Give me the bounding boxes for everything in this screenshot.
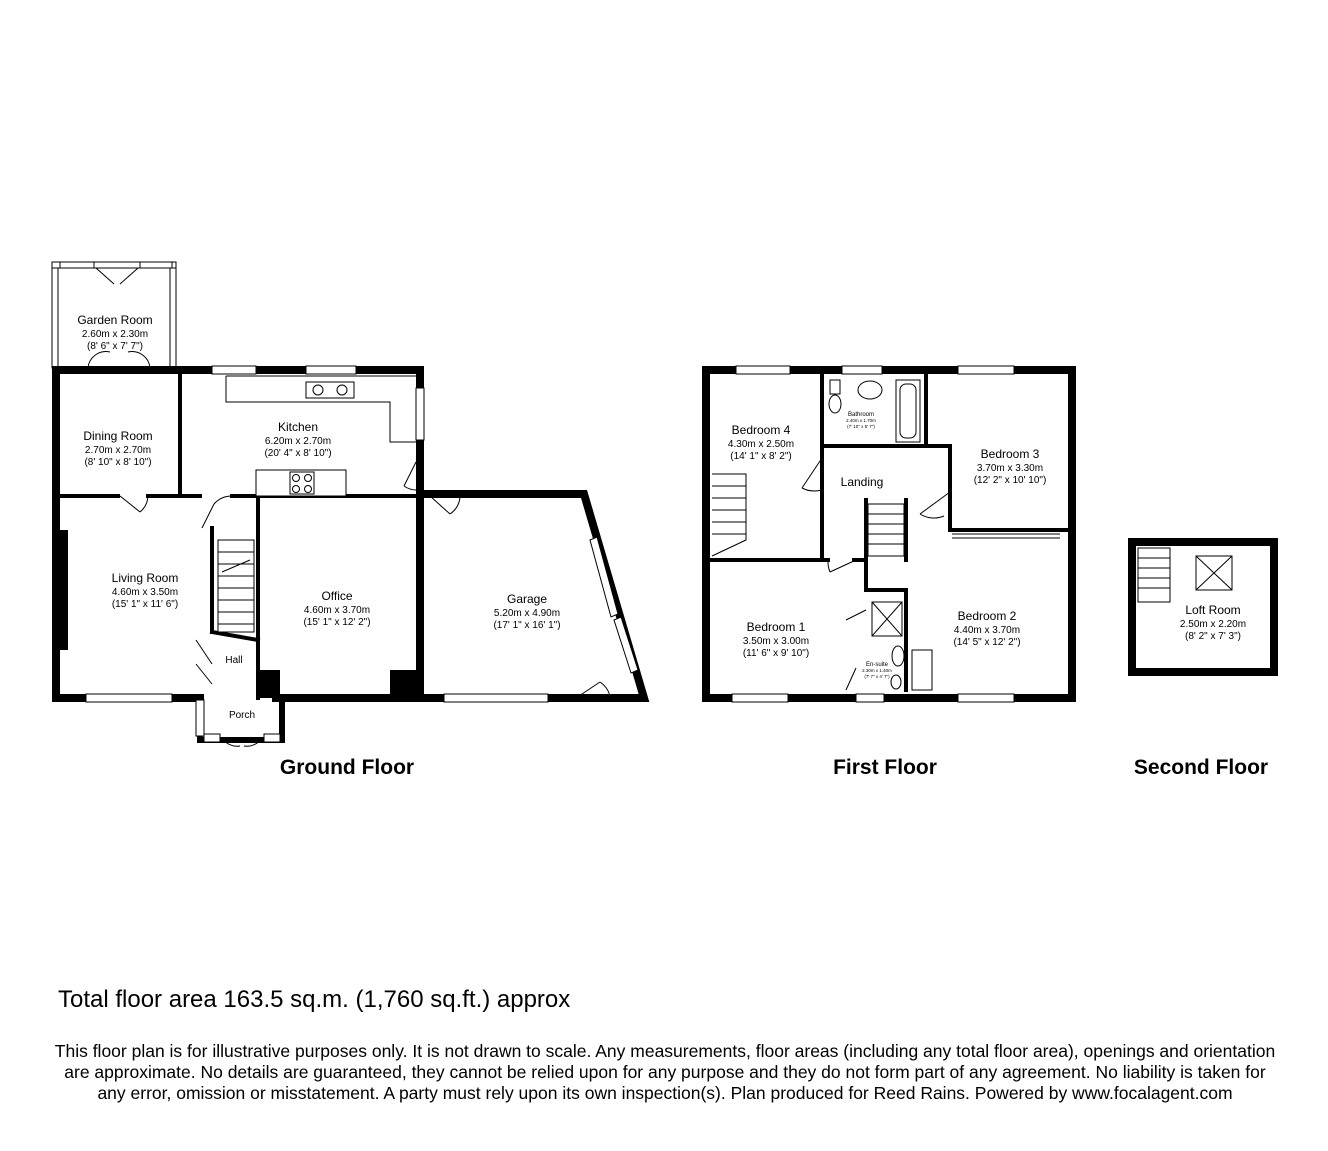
dining-room-name: Dining Room [83, 429, 152, 443]
first-interior-walls [704, 368, 1074, 692]
garden-window-right [139, 261, 173, 269]
garden-room-name: Garden Room [77, 313, 152, 327]
office-imperial: (15' 1" x 12' 2") [303, 617, 370, 628]
ground-stairs [217, 539, 255, 633]
garden-room-metric: 2.60m x 2.30m [82, 329, 148, 340]
disclaimer-text: This floor plan is for illustrative purp… [54, 1041, 1276, 1103]
garage-name: Garage [507, 592, 547, 606]
ensuite-basin [891, 645, 905, 667]
second-floor-title: Second Floor [1134, 756, 1268, 779]
ensuite-window [855, 693, 885, 703]
living-room-metric: 4.60m x 3.50m [112, 587, 178, 598]
loft-stairs [1137, 547, 1171, 603]
skylight-icon [1195, 555, 1233, 591]
bed2-window [957, 693, 1015, 703]
basin [857, 380, 883, 400]
kitchen-worktop [225, 375, 416, 443]
en-suite-imperial: (7' 7" x 4' 7") [864, 674, 890, 679]
bed3-window [957, 365, 1015, 375]
bedroom-4-imperial: (14' 1" x 8' 2") [730, 451, 792, 462]
en-suite-metric: 2.30m x 1.40m [862, 668, 892, 673]
kitchen-window-side [415, 387, 425, 441]
toilet-cistern [829, 379, 841, 395]
hob-icon [289, 471, 315, 495]
bedroom-4-name: Bedroom 4 [732, 423, 791, 437]
loft-outer-wall [1128, 538, 1278, 676]
garden-room-imperial: (8' 6" x 7' 7") [87, 341, 143, 352]
kitchen-window-2 [305, 365, 357, 375]
bedroom-3-metric: 3.70m x 3.30m [977, 463, 1043, 474]
bedroom-2-imperial: (14' 5" x 12' 2") [953, 637, 1020, 648]
loft-room-name: Loft Room [1185, 603, 1240, 617]
porch-structure [195, 672, 285, 747]
total-floor-area: Total floor area 163.5 sq.m. (1,760 sq.f… [58, 986, 571, 1013]
ground-interior-walls [54, 368, 422, 700]
first-stairs [867, 503, 905, 557]
bedroom-1-name: Bedroom 1 [747, 620, 806, 634]
garage-window-1 [589, 536, 619, 618]
bedroom-3-imperial: (12' 2" x 10' 10") [974, 475, 1047, 486]
bed1-window [731, 693, 789, 703]
bedroom-1-metric: 3.50m x 3.00m [743, 636, 809, 647]
ensuite-toilet [890, 674, 902, 690]
landing-name: Landing [841, 475, 884, 489]
bathroom-metric: 2.40m x 1.70m [846, 418, 876, 423]
bedroom-2-metric: 4.40m x 3.70m [954, 625, 1020, 636]
garage-metric: 5.20m x 4.90m [494, 608, 560, 619]
toilet [828, 394, 842, 414]
first-floor-title: First Floor [833, 756, 937, 779]
loft-room-imperial: (8' 2" x 7' 3") [1185, 631, 1241, 642]
dining-room-imperial: (8' 10" x 8' 10") [84, 457, 151, 468]
garage-outer-wall [416, 490, 650, 702]
garage-imperial: (17' 1" x 16' 1") [493, 620, 560, 631]
office-name: Office [321, 589, 352, 603]
porch-name: Porch [229, 710, 255, 721]
garage-door [443, 693, 549, 703]
kitchen-imperial: (20' 4" x 8' 10") [264, 448, 331, 459]
kitchen-name: Kitchen [278, 420, 318, 434]
ground-outer-wall [52, 366, 424, 702]
bathroom-name: Bathroom [848, 412, 874, 418]
garden-window-left [59, 261, 95, 269]
garden-room-structure [51, 261, 177, 369]
en-suite-name: En-suite [866, 662, 889, 668]
kitchen-sink [305, 381, 355, 399]
living-room-imperial: (15' 1" x 11' 6") [112, 599, 178, 610]
first-outer-wall [702, 366, 1076, 702]
kitchen-window-1 [211, 365, 257, 375]
hall-name: Hall [225, 655, 242, 666]
ground-floor-plan: Garden Room 2.60m x 2.30m (8' 6" x 7' 7"… [51, 261, 650, 779]
living-room-window [85, 693, 173, 703]
bedroom-4-metric: 4.30m x 2.50m [728, 439, 794, 450]
dining-room-metric: 2.70m x 2.70m [85, 445, 151, 456]
bedroom-2-name: Bedroom 2 [958, 609, 1017, 623]
bedroom-3-name: Bedroom 3 [981, 447, 1040, 461]
bathroom-window [841, 365, 883, 375]
ground-floor-title: Ground Floor [280, 756, 414, 779]
fireplace [56, 530, 68, 650]
living-room-name: Living Room [112, 571, 179, 585]
second-floor-plan: Loft Room 2.50m x 2.20m (8' 2" x 7' 3") … [1128, 538, 1278, 779]
loft-room-metric: 2.50m x 2.20m [1180, 619, 1246, 630]
garage-window-2 [613, 616, 639, 674]
bathroom-imperial: (7' 10" x 5' 7") [847, 424, 875, 429]
bed4-window [735, 365, 791, 375]
bed4-stairs [711, 473, 747, 557]
first-floor-plan: Bedroom 4 4.30m x 2.50m (14' 1" x 8' 2")… [702, 365, 1076, 779]
office-metric: 4.60m x 3.70m [304, 605, 370, 616]
kitchen-metric: 6.20m x 2.70m [265, 436, 331, 447]
bedroom-1-imperial: (11' 6" x 9' 10") [743, 648, 809, 659]
